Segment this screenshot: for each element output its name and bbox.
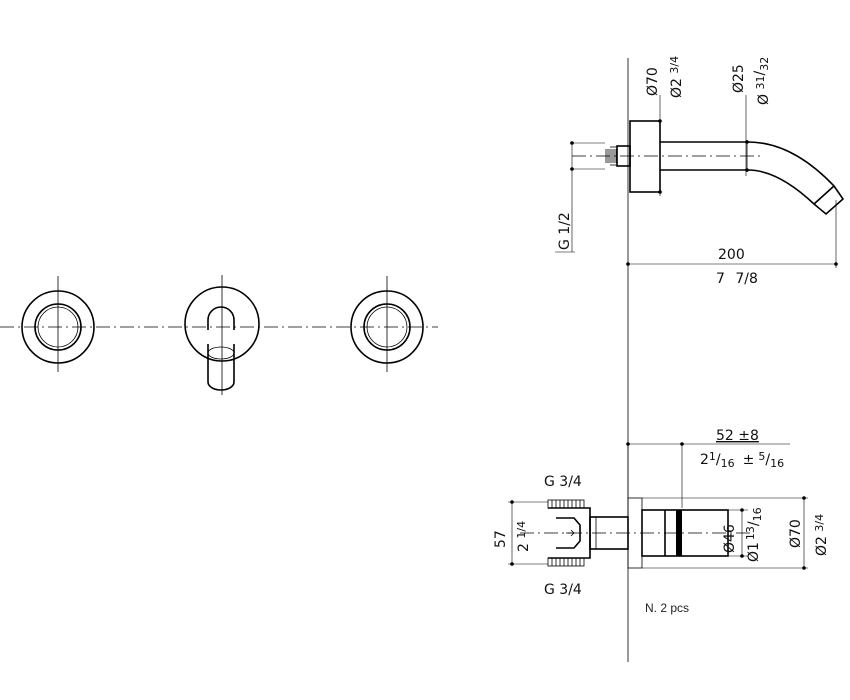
quantity-note: N. 2 pcs	[645, 601, 689, 615]
thread-bottom-label: G 3/4	[544, 582, 582, 598]
spout-length-mm: 200	[718, 247, 745, 263]
bottom-flange-dia-in: Ø2 3/4	[813, 514, 830, 556]
spout-dia-in: Ø 31/32	[752, 57, 772, 105]
thread-top-label: G 3/4	[544, 474, 582, 490]
spout-length-in: 7 7/8	[716, 271, 758, 287]
depth-mm: 52 ±8	[716, 428, 759, 444]
cartridge-dia-in: Ø113/16	[744, 507, 764, 562]
left-valve-handle	[21, 276, 95, 372]
body-height-mm: 57	[493, 530, 509, 548]
right-valve-handle	[350, 276, 424, 372]
valve-body-side-view	[508, 442, 808, 570]
top-flange-dia-mm: Ø70	[645, 67, 661, 96]
body-height-in: 2 1/4	[515, 521, 532, 552]
bottom-flange-dia-mm: Ø70	[788, 519, 804, 548]
spout-dia-mm: Ø25	[731, 64, 747, 93]
center-spout-front	[184, 275, 260, 395]
cartridge-dia-mm: Ø46	[722, 524, 738, 553]
top-flange-dia-in: Ø2 3/4	[668, 56, 685, 98]
depth-in: 21/16±5/16	[700, 450, 784, 470]
spout-side-view	[555, 95, 845, 268]
inlet-thread-label: G 1/2	[557, 212, 573, 250]
front-view	[0, 275, 438, 395]
